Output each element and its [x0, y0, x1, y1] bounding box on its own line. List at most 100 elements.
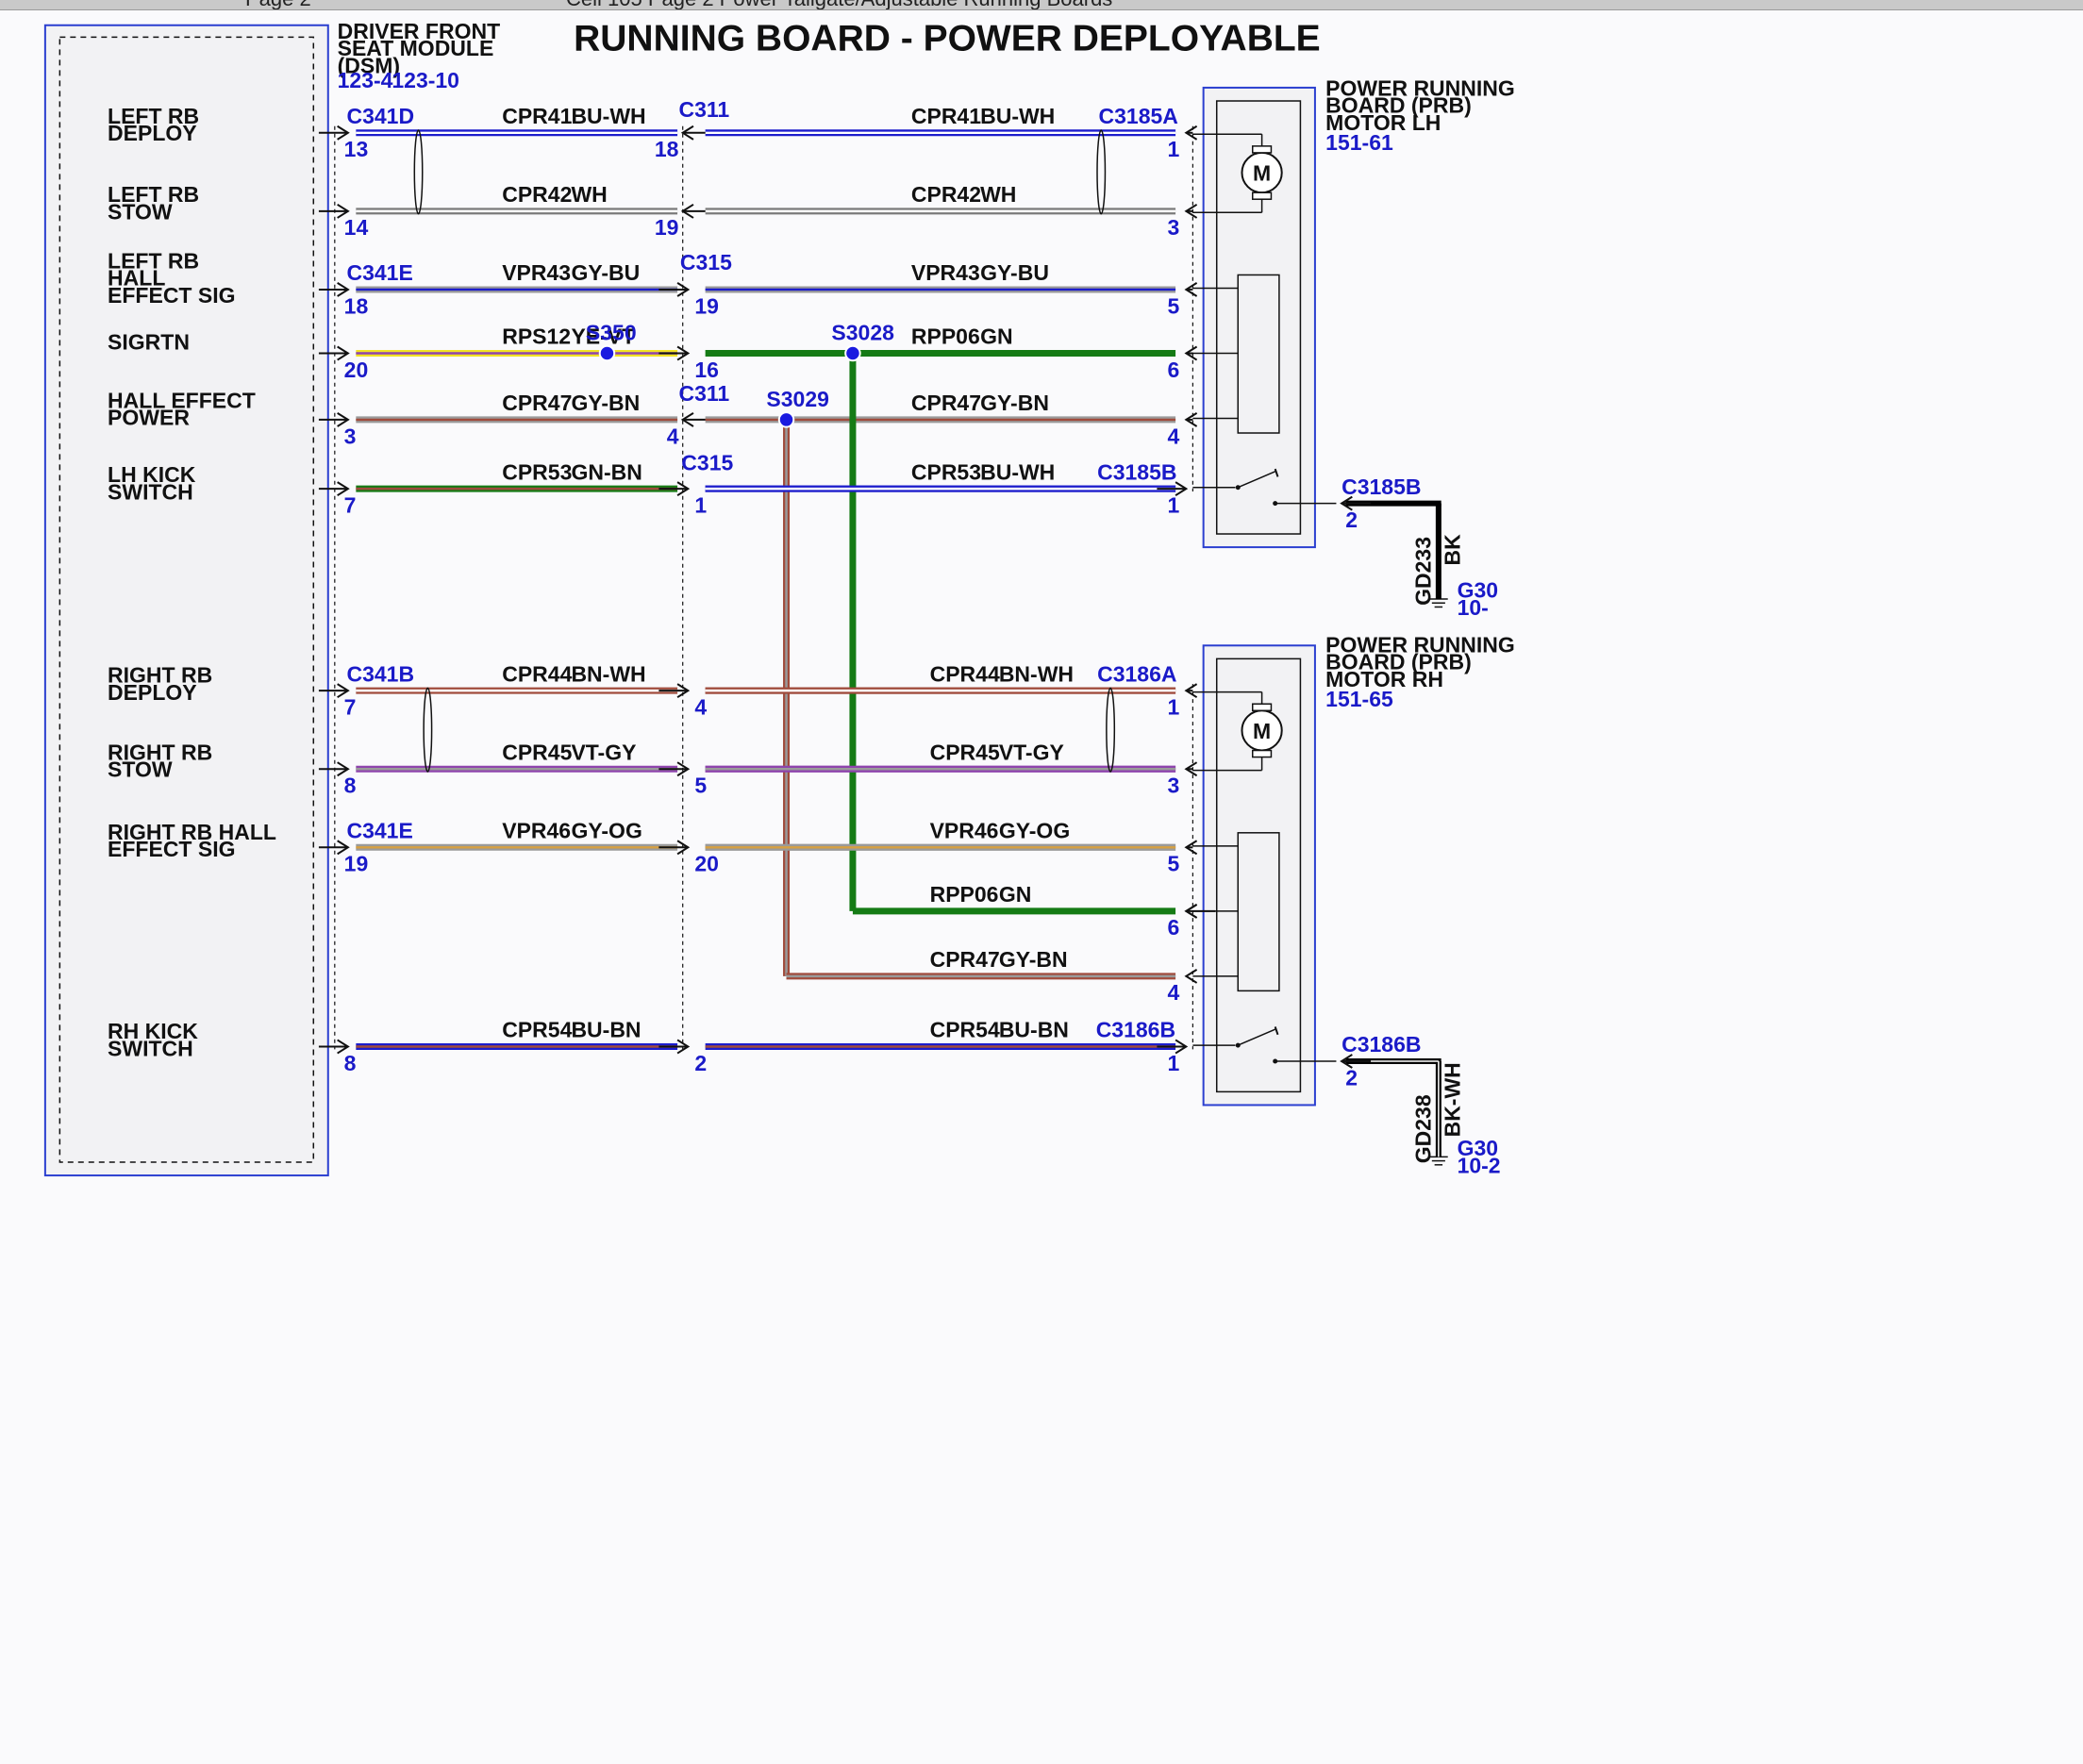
dsm-pin-label: RH KICK — [108, 1019, 198, 1043]
connector-label-left: C341E — [346, 818, 412, 842]
dsm-pin-label: DEPLOY — [108, 121, 197, 145]
dsm-pin-number: 20 — [344, 358, 369, 382]
motor-pin-number: 6 — [1168, 358, 1180, 382]
wire-color-right: GY-BU — [980, 260, 1049, 285]
wire-color-right: GY-OG — [999, 818, 1070, 842]
wire-code-left: VPR46 — [502, 818, 571, 842]
motor-pin-number: 5 — [1168, 852, 1180, 876]
motor-m-label: M — [1253, 160, 1271, 185]
kick-switch-blade — [1237, 1028, 1275, 1046]
motor-pin-number: 4 — [1168, 424, 1180, 448]
splice-s3028 — [844, 344, 861, 362]
dsm-pin-label: SWITCH — [108, 479, 193, 504]
mid-pin-out: 4 — [694, 695, 707, 720]
ground-connector-label: C3185B — [1341, 474, 1421, 499]
ground-color-label: BK — [1440, 534, 1464, 566]
mid-pin-out: 20 — [694, 852, 719, 876]
dsm-pin-number: 14 — [344, 215, 369, 240]
mid-pin-out: 2 — [694, 1051, 707, 1075]
dsm-pin-number: 7 — [344, 695, 357, 720]
wire-code-left: VPR43 — [502, 260, 571, 285]
ground-ref: 10-2 — [1458, 1153, 1501, 1177]
twisted-pair-icon — [423, 687, 433, 773]
connector-label-left: C341E — [346, 260, 412, 285]
motor-brush-bottom — [1251, 191, 1273, 200]
motor-pin-number: 6 — [1168, 915, 1180, 940]
splice-s3029 — [777, 411, 795, 428]
dsm-pin-number: 7 — [344, 492, 357, 517]
motor-pin-number: 5 — [1168, 293, 1180, 318]
wire-color-branch: GN — [999, 882, 1032, 907]
wire-color-left: BU-BN — [571, 1018, 641, 1042]
motor-brush-top — [1251, 145, 1273, 154]
connector-label-right: C3185A — [1099, 104, 1178, 128]
dsm-pin-label: LEFT RB — [108, 248, 199, 273]
motor-brush-top — [1251, 703, 1273, 712]
motor-ref: 151-65 — [1325, 687, 1393, 711]
motor-pin-arrow — [1184, 968, 1198, 984]
wire-color-right: BU-WH — [980, 104, 1055, 128]
twisted-pair-icon — [413, 129, 424, 215]
ground-ref: G30 — [1458, 578, 1498, 603]
wire-color-right: GY-BN — [980, 391, 1049, 415]
dsm-pin-label: HALL EFFECT — [108, 388, 256, 412]
mid-pin-in: 19 — [655, 215, 679, 240]
ground-color-label: BK-WH — [1440, 1062, 1464, 1137]
wire-color-right: BU-BN — [999, 1018, 1069, 1042]
wire-code-left: RPS12 — [502, 325, 571, 349]
wire-code-right: CPR54 — [930, 1018, 1000, 1042]
dsm-pin-number: 8 — [344, 774, 357, 798]
motor-pin-number: 1 — [1168, 695, 1180, 720]
motor-title-line: BOARD (PRB) — [1325, 650, 1472, 674]
wire-color-right: GN — [980, 325, 1013, 349]
wire-code-right: CPR53 — [911, 459, 981, 484]
ground-circuit-label: GD238 — [1410, 1094, 1435, 1163]
dsm-title-line: SEAT MODULE — [338, 36, 494, 60]
wire-color-left: GY-BN — [571, 391, 640, 415]
wire-code-left: CPR47 — [502, 391, 572, 415]
kick-switch-stop — [1274, 1026, 1279, 1036]
dsm-ref: 123-10 — [392, 68, 459, 92]
ground-circuit-label: GD233 — [1410, 537, 1435, 606]
dsm-pin-label: DEPLOY — [108, 680, 197, 705]
toolbar: Page 2 Cell 105 Page 2 Power Tailgate/Ad… — [0, 0, 2083, 10]
connector-label-mid: C311 — [678, 97, 729, 122]
wire-color-left: GY-OG — [571, 818, 642, 842]
dsm-pin-number: 13 — [344, 137, 369, 161]
dsm-pin-label: RIGHT RB — [108, 740, 212, 764]
motor-title-line: POWER RUNNING — [1325, 75, 1515, 100]
motor-title-line: MOTOR LH — [1325, 110, 1441, 135]
ground-ref: G30 — [1458, 1136, 1498, 1160]
connector-label-right: C3186B — [1096, 1018, 1175, 1042]
wires — [356, 129, 1441, 1157]
wire-code-left: CPR41 — [502, 104, 572, 128]
dsm-pin-label: RIGHT RB HALL — [108, 820, 276, 844]
wire-code-right: VPR43 — [911, 260, 980, 285]
hall-sensor-lh — [1237, 274, 1280, 434]
kick-switch-stop — [1274, 468, 1279, 477]
kick-switch-blade — [1237, 471, 1275, 489]
motor-pin-number: 4 — [1168, 980, 1180, 1005]
motor-pin-number: 1 — [1168, 1051, 1180, 1075]
motor-title-line: BOARD (PRB) — [1325, 93, 1472, 118]
dsm-title-line: DRIVER FRONT — [338, 19, 500, 43]
dsm-pin-number: 3 — [344, 424, 357, 448]
page-field[interactable]: Page 2 — [245, 0, 311, 9]
motor-m-label: M — [1253, 719, 1271, 743]
wire-color-left: GY-BU — [571, 260, 640, 285]
mid-pin-out: 19 — [694, 293, 719, 318]
wire-color-left: VT-GY — [571, 740, 636, 764]
motor-title-line: POWER RUNNING — [1325, 632, 1515, 657]
dsm-ref: 123-4 — [338, 68, 393, 92]
motor-pin-arrow — [1184, 904, 1198, 919]
splice-label: S3029 — [766, 387, 829, 411]
connector-label-mid: C315 — [680, 250, 732, 275]
splice-label: S350 — [586, 320, 637, 344]
connector-label-left: C341B — [346, 661, 414, 686]
dsm-pin-number: 19 — [344, 852, 369, 876]
wire-code-left: CPR44 — [502, 661, 572, 686]
connector-label-mid: C315 — [681, 450, 733, 474]
wire-code-left: CPR54 — [502, 1018, 572, 1042]
